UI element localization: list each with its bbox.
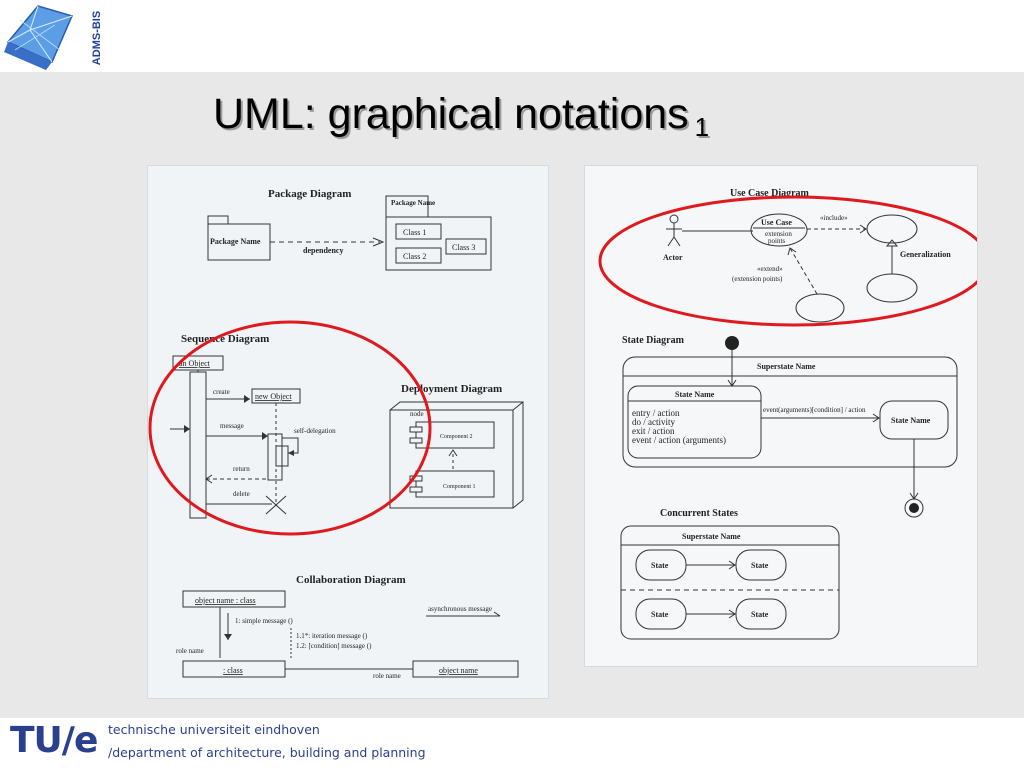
actor-label: Actor (663, 253, 683, 262)
usecase-highlight-circle (598, 195, 977, 327)
header-band (0, 0, 1024, 72)
role-name-label-1: role name (176, 647, 204, 655)
class2-box (395, 247, 442, 264)
class3-box (445, 238, 487, 255)
concurrent-state-4 (735, 598, 787, 630)
class-label: : class (223, 666, 243, 675)
title-subscript: 1 (694, 112, 710, 142)
state-name-label: State Name (675, 390, 715, 399)
university-name: technische universiteit eindhoven (108, 722, 320, 737)
state-diagram-title: State Diagram (622, 335, 685, 346)
activation-bar (189, 371, 207, 519)
component2-box (415, 421, 495, 449)
department-name: /department of architecture, building an… (108, 745, 426, 760)
superstate-name-label: Superstate Name (757, 362, 816, 371)
extend-label: «extend» (757, 265, 783, 273)
concurrent-state-2-label: State (751, 561, 769, 570)
node-label: node (410, 410, 424, 418)
new-object-activation (267, 433, 283, 481)
delete-label: delete (233, 490, 250, 498)
package-name-label: Package Name (210, 237, 261, 246)
right-diagram-panel: Use Case Diagram Actor Use Case extensio… (585, 166, 977, 666)
actor-icon (666, 214, 682, 247)
tue-logo: TU/e (10, 720, 98, 761)
dependency-label: dependency (303, 246, 343, 255)
async-message-label: asynchronous message (428, 605, 492, 613)
logo-text: ADMS-BIS (91, 10, 104, 66)
use-case-label: Use Case (761, 218, 792, 227)
concurrent-state-4-label: State (751, 610, 769, 619)
state-name-label-2: State Name (891, 416, 931, 425)
cube-logo-icon (4, 5, 74, 70)
package-container (385, 216, 492, 271)
transition-label: event(arguments)[condition] / action (763, 406, 866, 414)
class1-box (395, 223, 442, 240)
role-name-label-2: role name (373, 672, 401, 680)
message-label: message (220, 422, 244, 430)
concurrent-state-3-label: State (651, 610, 669, 619)
final-state-icon (904, 498, 924, 518)
extend-arrow (789, 247, 818, 295)
node-box (389, 401, 524, 509)
new-object-label: new Object (255, 392, 292, 401)
exit-action: exit / action (632, 426, 675, 436)
concurrent-states-title: Concurrent States (660, 508, 738, 519)
usecase-diagram-title: Use Case Diagram (730, 188, 810, 199)
component1-box (415, 470, 495, 498)
initial-state-icon (725, 336, 739, 350)
iteration-message-label: 1.1*: iteration message () (296, 632, 368, 640)
generalization-label: Generalization (900, 250, 951, 259)
package-tab (207, 215, 229, 225)
concurrent-state-2 (735, 549, 787, 581)
extension-label: extension (765, 230, 792, 238)
simple-message-label: 1: simple message () (235, 617, 293, 625)
object-name-label: object name (439, 666, 478, 675)
usecase-ellipse-child (866, 273, 918, 303)
state-name-box (627, 385, 762, 459)
self-activation (275, 445, 289, 467)
self-delegation-label: self-delegation (294, 427, 336, 435)
include-label: «include» (820, 214, 848, 222)
concurrent-superstate-box (620, 525, 840, 640)
points-label: points (768, 237, 785, 245)
package-tab-label: Package Name (391, 199, 435, 207)
do-activity: do / activity (632, 417, 675, 427)
adms-bis-logo: ADMS-BIS (0, 0, 110, 72)
class3-label: Class 3 (452, 243, 475, 252)
component1-label: Component 1 (443, 484, 476, 490)
title-text: UML: graphical notations (213, 90, 689, 138)
footer-band (0, 718, 1024, 768)
event-action: event / action (arguments) (632, 435, 726, 445)
dependency-arrowhead (372, 237, 385, 247)
left-diagram-panel: Package Diagram Package Name dependency … (148, 166, 548, 698)
usecase-ellipse-extend (795, 293, 845, 323)
sequence-highlight-circle (148, 320, 432, 536)
create-label: create (213, 388, 230, 396)
superstate-box (622, 356, 958, 468)
class2-label: Class 2 (403, 252, 426, 261)
package-diagram-title: Package Diagram (268, 188, 351, 200)
collaboration-diagram-title: Collaboration Diagram (296, 574, 406, 586)
usecase-ellipse-parent (866, 214, 918, 244)
deployment-diagram-title: Deployment Diagram (401, 383, 502, 395)
concurrent-superstate-label: Superstate Name (682, 532, 741, 541)
extension-points-label: (extension points) (732, 275, 783, 283)
object-class-label: object name : class (195, 596, 256, 605)
component2-label: Component 2 (440, 434, 473, 440)
sequence-diagram-title: Sequence Diagram (181, 333, 269, 345)
condition-message-label: 1.2: [condition] message () (296, 642, 372, 650)
object-name-box (412, 660, 519, 678)
return-label: return (233, 465, 250, 473)
concurrent-state-1-label: State (651, 561, 669, 570)
left-diagrams: Package Diagram Package Name dependency … (148, 188, 524, 680)
entry-action: entry / action (632, 408, 680, 418)
right-diagrams: Use Case Diagram Actor Use Case extensio… (598, 188, 977, 640)
object-class-box (182, 590, 286, 608)
use-case-ellipse (750, 213, 808, 247)
class1-label: Class 1 (403, 228, 426, 237)
an-object-label: an Object (179, 359, 211, 368)
